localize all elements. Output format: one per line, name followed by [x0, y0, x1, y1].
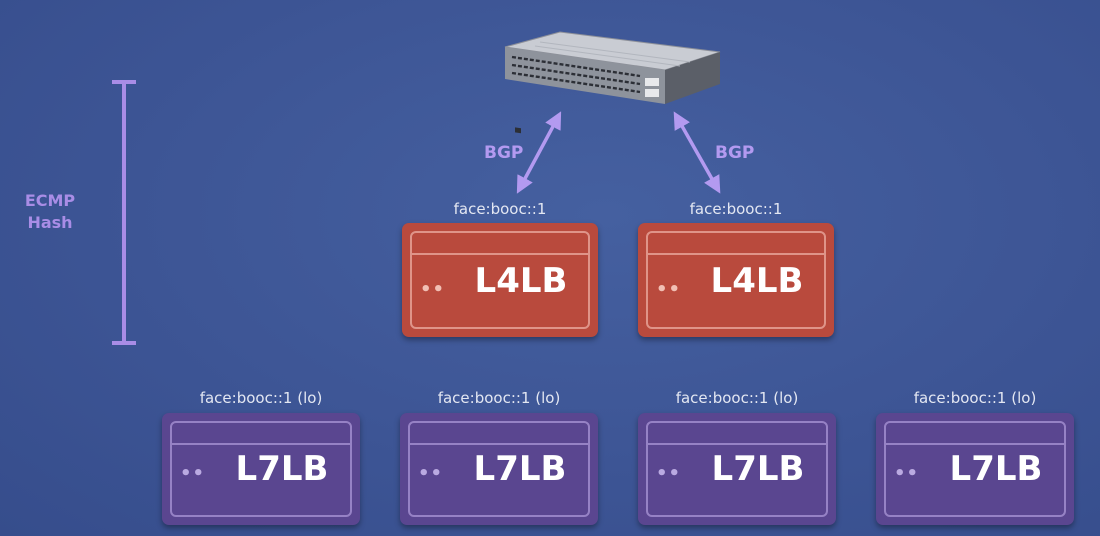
ecmp-hash-label: ECMP Hash [10, 190, 90, 234]
l7lb-box-3: •• L7LB [638, 413, 836, 525]
status-dots-icon: •• [656, 463, 682, 484]
l7lb-address-4: face:booc::1 (lo) [913, 389, 1037, 407]
l4lb-address-2: face:booc::1 [689, 200, 783, 218]
l7lb-box-frame [170, 421, 352, 517]
l4lb-box-frame [646, 231, 826, 329]
ecmp-label-line2: Hash [27, 213, 73, 232]
status-dots-icon: •• [180, 463, 206, 484]
l7lb-label: L7LB [235, 449, 329, 489]
ecmp-label-line1: ECMP [24, 191, 76, 210]
l4lb-box-2: •• L4LB [638, 223, 834, 337]
l7lb-box-1: •• L7LB [162, 413, 360, 525]
l7lb-label: L7LB [473, 449, 567, 489]
l4lb-address-1: face:booc::1 [453, 200, 547, 218]
l7lb-box-frame [884, 421, 1066, 517]
l7lb-label: L7LB [949, 449, 1043, 489]
l7lb-box-4: •• L7LB [876, 413, 1074, 525]
network-switch-icon [504, 31, 721, 134]
l7lb-label: L7LB [711, 449, 805, 489]
l7lb-address-1: face:booc::1 (lo) [199, 389, 323, 407]
bgp-label-left: BGP [484, 143, 524, 163]
l4lb-label: L4LB [474, 261, 568, 301]
status-dots-icon: •• [418, 463, 444, 484]
l7lb-box-2: •• L7LB [400, 413, 598, 525]
status-dots-icon: •• [894, 463, 920, 484]
l7lb-address-2: face:booc::1 (lo) [437, 389, 561, 407]
ecmp-range-bracket [112, 80, 136, 345]
bgp-arrow-right [673, 111, 721, 194]
status-dots-icon: •• [656, 279, 682, 300]
bgp-arrow-left [516, 111, 562, 194]
l7lb-address-3: face:booc::1 (lo) [675, 389, 799, 407]
bgp-label-right: BGP [715, 143, 755, 163]
l7lb-box-frame [408, 421, 590, 517]
status-dots-icon: •• [420, 279, 446, 300]
l4lb-box-1: •• L4LB [402, 223, 598, 337]
l4lb-box-frame [410, 231, 590, 329]
l7lb-box-frame [646, 421, 828, 517]
l4lb-label: L4LB [710, 261, 804, 301]
